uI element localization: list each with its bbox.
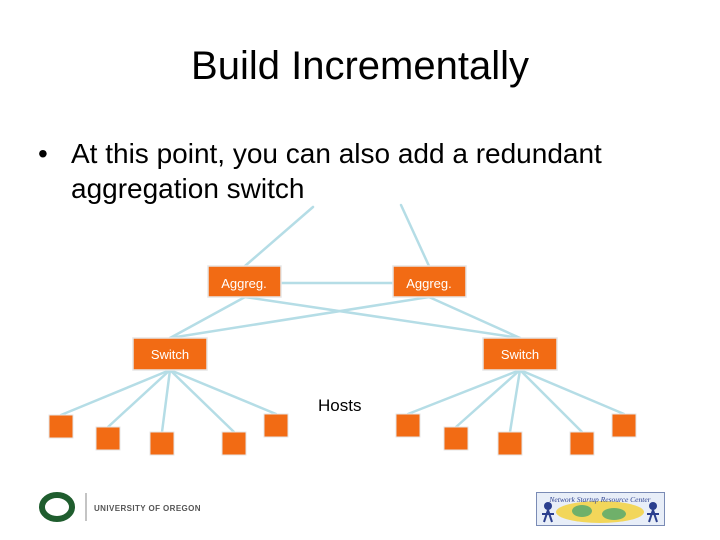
host-link-line	[168, 368, 236, 434]
aggregation-switch-label: Aggreg.	[406, 276, 452, 291]
person-right-icon	[649, 502, 657, 510]
aggregation-access-line	[168, 295, 247, 340]
bullet-marker: •	[38, 138, 48, 169]
aggregation-switch: Aggreg.	[392, 265, 467, 298]
nsrc-logo-text: Network Startup Resource Center	[548, 495, 650, 504]
host	[95, 426, 121, 451]
host	[149, 431, 175, 456]
network-links	[59, 203, 626, 434]
nsrc-logo: Network Startup Resource Center	[536, 492, 665, 526]
hosts-label: Hosts	[318, 396, 362, 415]
access-switch: Switch	[132, 337, 208, 371]
university-of-oregon-logo: UNIVERSITY OF OREGON	[39, 492, 201, 522]
uplink-line	[399, 203, 431, 268]
university-name: UNIVERSITY OF OREGON	[94, 504, 201, 513]
uplink-line	[243, 205, 315, 268]
host	[221, 431, 247, 456]
host-link-line	[406, 368, 522, 416]
host	[569, 431, 595, 456]
host-link-line	[508, 368, 522, 434]
oregon-o-icon	[39, 492, 75, 522]
access-switch: Switch	[482, 337, 558, 371]
host-link-line	[59, 368, 172, 417]
host	[443, 426, 469, 451]
aggregation-access-line	[168, 295, 431, 340]
access-switch-label: Switch	[151, 347, 189, 362]
host-link-line	[518, 368, 584, 434]
bullet-text: At this point, you can also add a redund…	[71, 138, 602, 204]
host-link-line	[168, 368, 278, 416]
aggregation-access-line	[427, 295, 522, 340]
host	[263, 413, 289, 438]
host	[395, 413, 421, 438]
aggregation-switch: Aggreg.	[207, 265, 282, 298]
host-link-line	[518, 368, 626, 416]
person-left-icon	[544, 502, 552, 510]
aggregation-access-line	[243, 295, 522, 340]
host-link-line	[160, 368, 172, 434]
aggregation-switch-label: Aggreg.	[221, 276, 267, 291]
bullet-point: • At this point, you can also add a redu…	[38, 136, 698, 206]
host	[48, 414, 74, 439]
host-link-line	[106, 368, 172, 429]
access-switch-label: Switch	[501, 347, 539, 362]
host-link-line	[454, 368, 522, 429]
host	[611, 413, 637, 438]
slide-title: Build Incrementally	[191, 44, 529, 88]
host	[497, 431, 523, 456]
